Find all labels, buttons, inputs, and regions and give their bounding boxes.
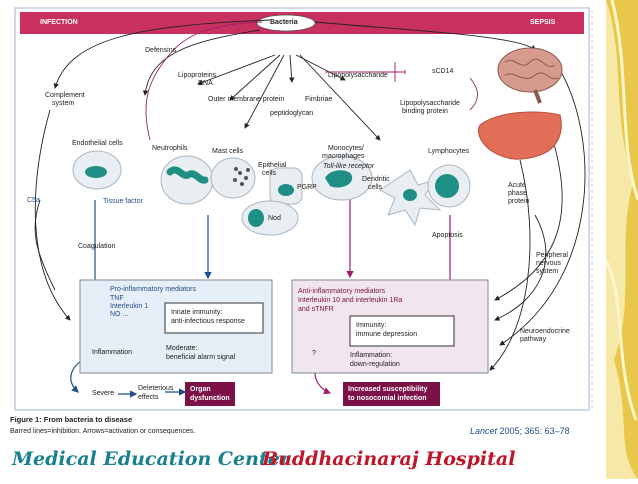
brain-icon	[497, 47, 563, 104]
immunity-depression-box	[349, 315, 455, 347]
label-coagulation: Coagulation	[78, 243, 116, 250]
anti-mediators-title: Anti-inflammatory mediators	[298, 288, 386, 295]
organ-dysfunction-2: dysfunction	[190, 395, 230, 402]
label-outer-membrane: Outer membrane protein	[208, 96, 285, 103]
label-neutrophils: Neutrophils	[152, 145, 188, 152]
anti-stnfr: and sTNFR	[298, 306, 334, 313]
label-lbp-1: Lipopolysaccharide	[400, 100, 460, 107]
pro-no: NO ...	[110, 311, 129, 318]
susceptibility-box	[343, 382, 440, 406]
citation-rest: 2005; 365: 63–78	[497, 426, 570, 436]
pro-mediators-title: Pro-inflammatory mediators	[110, 286, 196, 293]
pro-inflammation: Inflammation	[92, 349, 133, 356]
label-peptidoglycan: peptidoglycan	[270, 110, 314, 117]
susceptibility-1: Increased susceptibility	[348, 386, 428, 393]
label-neuro-1: Neuroendocrine	[520, 328, 570, 335]
liver-icon	[477, 111, 562, 160]
caption-title: Figure 1: From bacteria to disease	[10, 415, 133, 424]
defensins-line	[145, 21, 263, 141]
label-peripheral-3: system	[536, 268, 559, 275]
left-curves	[34, 109, 71, 321]
lymphocyte-cell	[427, 164, 471, 208]
immunity-1: Immunity:	[356, 322, 387, 329]
label-tissue-factor: Tissue factor	[103, 198, 143, 205]
susceptibility-2: to nosocomial infection	[348, 395, 427, 402]
label-lbp-2: binding protein	[402, 108, 448, 115]
innate-immunity-1: Innate immunity:	[171, 309, 223, 316]
mast-cell	[210, 157, 256, 199]
label-epithelial-2: cells	[262, 170, 277, 177]
deleterious-1: Deleterious	[138, 385, 174, 392]
label-dendritic-2: cells	[368, 184, 383, 191]
label-neuro-2: pathway	[520, 336, 547, 343]
label-c5a: C5a	[27, 197, 40, 204]
header-infection: INFECTION	[40, 19, 78, 26]
citation-journal: Lancet	[470, 426, 498, 436]
monocyte-cell	[311, 155, 373, 201]
header-bacteria: Bacteria	[270, 19, 298, 26]
label-peripheral-1: Peripheral	[536, 252, 568, 259]
label-dna: DNA	[198, 80, 213, 87]
footer-medical-center: Medical Education Center	[12, 448, 290, 470]
neutrophil-cell	[160, 155, 214, 205]
label-fimbriae: Fimbriae	[305, 96, 333, 103]
dendritic-cell	[379, 169, 442, 227]
label-apoptosis: Apoptosis	[432, 232, 463, 239]
organ-dysfunction-box	[185, 382, 235, 406]
footer-banner: Medical Education Center Buddhacinaraj H…	[0, 440, 606, 479]
deleterious-2: effects	[138, 394, 159, 401]
diagram-artwork	[14, 7, 593, 411]
innate-immunity-2: anti-infectious response	[171, 318, 245, 325]
pro-tnf: TNF	[110, 295, 124, 302]
anti-inflammation-1: Inflammation:	[350, 352, 393, 359]
bacteria-arrows	[53, 19, 536, 141]
label-lipoproteins: Lipoproteins	[178, 72, 217, 79]
label-scd14: sCD14	[432, 68, 454, 75]
label-lps: Lipopolysaccharide	[328, 72, 388, 79]
anti-inflammation-2: down-regulation	[350, 361, 400, 368]
innate-immunity-box	[164, 302, 264, 334]
label-epithelial-1: Epithelial	[258, 162, 287, 169]
decorative-swirl	[604, 0, 638, 479]
label-nod: Nod	[268, 215, 281, 222]
label-dendritic-1: Dendritic	[362, 176, 390, 183]
label-pgrp: PGRP	[297, 184, 317, 191]
label-mast: Mast cells	[212, 148, 244, 155]
label-monocytes-2: macrophages	[322, 153, 365, 160]
label-endothelial: Endothelial cells	[72, 140, 123, 147]
label-lymphocytes: Lymphocytes	[428, 148, 469, 155]
epithelial-cell	[269, 167, 303, 205]
label-defensins: Defensins	[145, 47, 177, 54]
organ-dysfunction-1: Organ	[190, 386, 211, 393]
caption-note: Barred lines=inhibition. Arrows=activati…	[10, 428, 196, 435]
label-acute-2: phase	[508, 190, 528, 197]
label-complement-2: system	[52, 100, 75, 107]
anti-il10: Interleukin 10 and interleukin 1Ra	[298, 297, 403, 304]
label-complement-1: Complement	[45, 92, 85, 99]
label-toll: Toll-like receptor	[323, 163, 375, 170]
endothelial-cell	[72, 150, 122, 190]
moderate-2: beneficial alarm signal	[166, 354, 236, 361]
moderate-1: Moderate:	[166, 345, 198, 352]
label-peripheral-2: nervous	[536, 260, 561, 267]
bacteria-node	[256, 14, 316, 32]
figure-frame	[14, 7, 590, 411]
pro-il1: Interleukin 1	[110, 303, 149, 310]
label-acute-3: protein	[508, 198, 530, 205]
header-sepsis: SEPSIS	[530, 19, 556, 26]
nod-cell	[241, 200, 299, 236]
label-monocytes-1: Monocytes/	[328, 145, 364, 152]
footer-hospital: Buddhacinaraj Hospital	[262, 448, 516, 470]
anti-question: ?	[312, 350, 316, 357]
caption-citation: Lancet 2005; 365: 63–78	[470, 426, 570, 436]
outcome-severe: Severe	[92, 390, 115, 397]
label-acute-1: Acute	[508, 182, 526, 189]
immunity-2: immune depression	[356, 331, 418, 338]
